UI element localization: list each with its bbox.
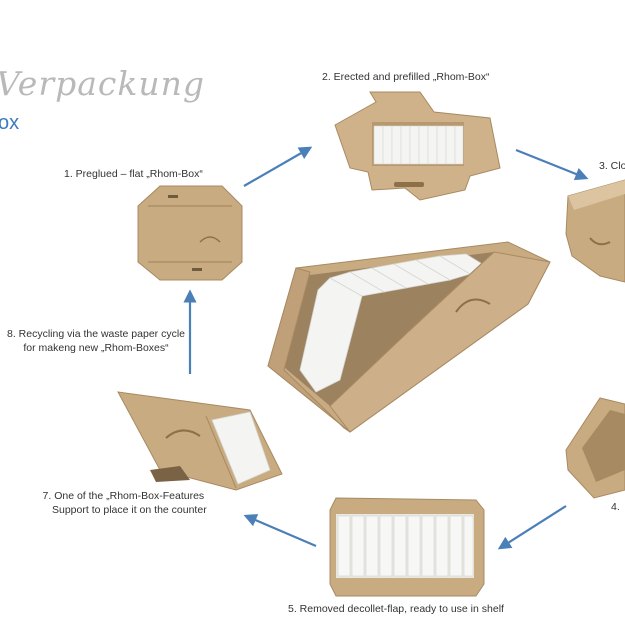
step-7-line1: 7. One of the „Rhom-Box-Features [42,490,205,502]
counter-box-image [117,391,283,491]
subtitle: ox [0,112,20,134]
step-8-line1: 8. Recycling via the waste paper cycle [7,328,186,340]
arrow-4-to-5 [497,505,567,550]
closed-box-image [565,179,625,283]
step-3-label: 3. Clo [599,160,625,172]
step-4-label: 4. [611,501,620,513]
prefilled-box-image [334,91,501,201]
step-8-line2: for makeng new „Rhom-Boxes“ [23,342,169,354]
script-title: Verpackung [0,64,206,103]
central-box-image [267,241,551,433]
flat-box-image [137,185,243,281]
step-2-label: 2. Erected and prefilled „Rhom-Box“ [322,71,490,83]
arrow-1-to-2 [243,146,313,187]
arrow-2-to-3 [515,148,589,181]
step-7-line2: Support to place it on the counter [52,504,207,516]
open-box-image [565,397,625,499]
step-5-label: 5. Removed decollet-flap, ready to use i… [288,603,504,615]
step-1-label: 1. Preglued – flat „Rhom-Box“ [64,168,203,180]
shelf-ready-box-image [329,497,485,597]
step-8-label: 8. Recycling via the waste paper cycle f… [7,327,185,355]
arrow-5-to-7 [243,514,317,548]
step-7-label: 7. One of the „Rhom-Box-Features Support… [40,489,207,517]
